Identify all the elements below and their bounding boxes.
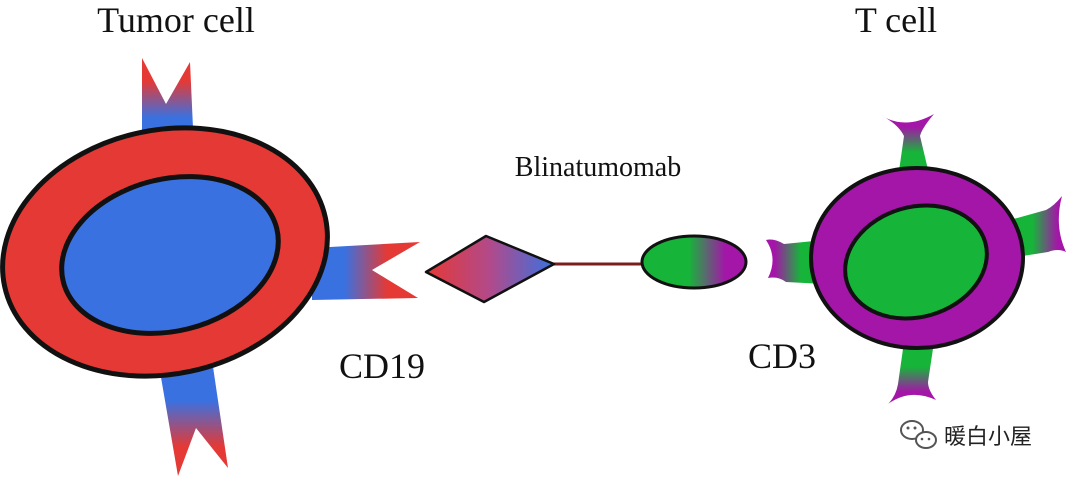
tcell-receptor-right xyxy=(1010,196,1066,258)
antibody-label: Blinatumomab xyxy=(515,152,681,183)
tumor-cell-label: Tumor cell xyxy=(97,0,255,40)
cd19-receptor xyxy=(312,242,420,300)
tumor-cell: Tumor cell xyxy=(0,0,420,476)
tumor-nucleus xyxy=(59,174,281,336)
t-cell: T cell xyxy=(766,0,1066,404)
blinatumomab-antibody: Blinatumomab xyxy=(424,152,748,304)
antibody-oval-domain xyxy=(640,234,748,290)
watermark-text: 暖白小屋 xyxy=(944,425,1032,450)
tcell-nucleus xyxy=(843,203,989,321)
tcell-receptor-top xyxy=(882,114,934,178)
wechat-icon xyxy=(900,420,937,449)
antibody-diamond-domain xyxy=(424,234,556,304)
tcell-receptor-bottom xyxy=(888,342,936,404)
cd19-label: CD19 xyxy=(339,346,425,386)
cd3-label: CD3 xyxy=(748,336,816,376)
watermark: 暖白小屋 xyxy=(900,420,1032,450)
t-cell-label: T cell xyxy=(855,0,937,40)
tumor-receptor-bottom xyxy=(158,360,228,476)
